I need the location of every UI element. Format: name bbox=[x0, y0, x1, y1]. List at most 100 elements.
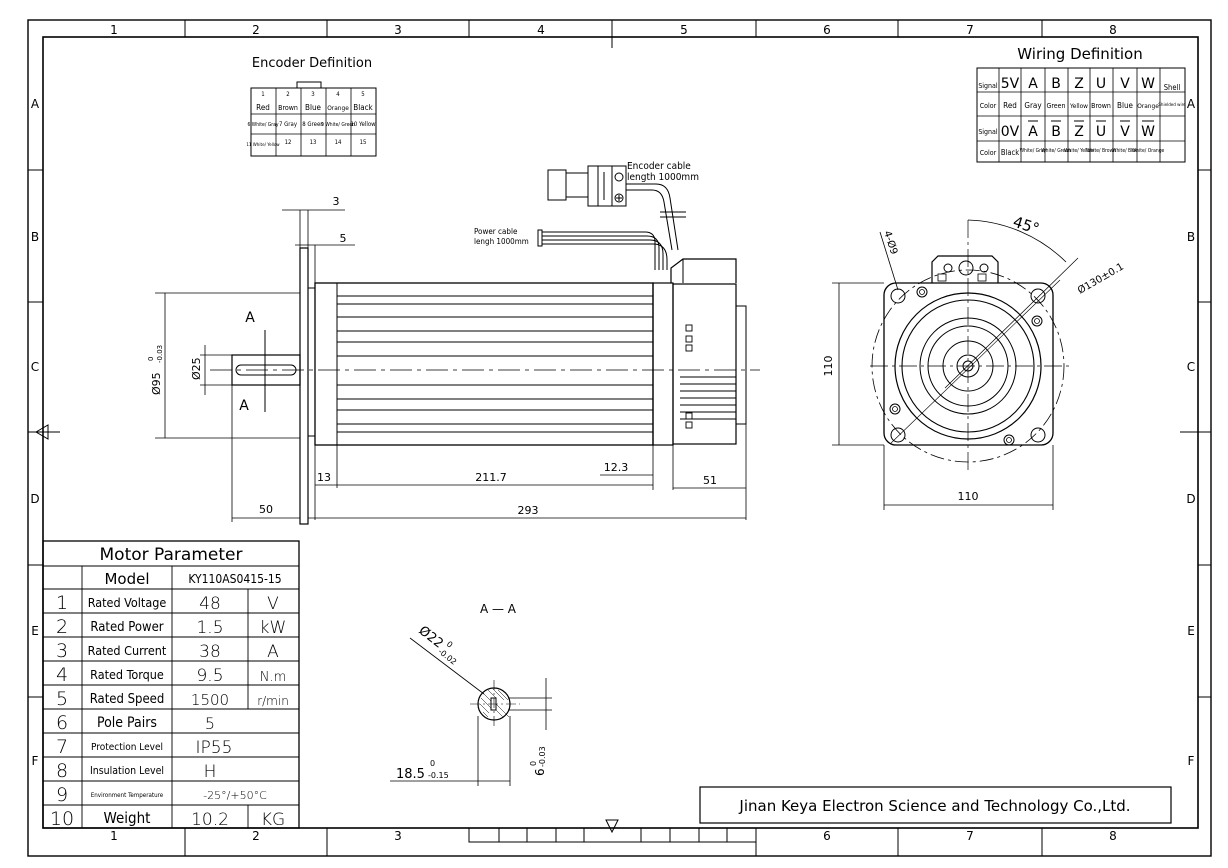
param-no: 7 bbox=[56, 736, 68, 758]
row-label: B bbox=[1187, 230, 1195, 244]
param-no: 1 bbox=[56, 592, 68, 614]
wiring-cell: B bbox=[1051, 124, 1061, 140]
encoder-cell: 6 White/ Gray bbox=[247, 122, 278, 128]
col-label: 8 bbox=[1109, 23, 1117, 37]
dim-18-5-text: 18.5 bbox=[396, 767, 425, 782]
row-ticks bbox=[28, 169, 1211, 698]
dim-pcd: Ø130±0.1 bbox=[1076, 261, 1126, 297]
wiring-cell: White/ Orange bbox=[1132, 148, 1165, 154]
dim-phi95-lower: -0.03 bbox=[156, 345, 164, 363]
wiring-cell: B bbox=[1051, 76, 1061, 92]
param-value: 5 bbox=[205, 714, 215, 733]
param-no: 2 bbox=[56, 616, 68, 638]
dim-13: 13 bbox=[317, 471, 331, 484]
dimension-lines bbox=[155, 209, 747, 522]
param-unit: V bbox=[267, 594, 279, 614]
col-label: 7 bbox=[966, 23, 974, 37]
param-value: 1500 bbox=[191, 691, 229, 709]
wiring-cell: Z bbox=[1074, 76, 1084, 92]
dim-phi95-text: Ø95 bbox=[150, 372, 163, 395]
dim-50: 50 bbox=[259, 503, 273, 516]
encoder-cell: 2 bbox=[286, 91, 289, 98]
power-cable bbox=[537, 229, 668, 270]
param-value: 9.5 bbox=[196, 666, 223, 686]
motor-side-view: A A bbox=[210, 247, 760, 525]
encoder-cell: 11 White/ Yellow bbox=[246, 142, 280, 148]
param-unit: A bbox=[267, 642, 279, 662]
dim-phi22-lower: -0.02 bbox=[436, 647, 458, 667]
dim-12-3: 12.3 bbox=[604, 461, 629, 474]
param-unit: N.m bbox=[260, 670, 287, 685]
column-labels: 1 2 3 4 5 6 7 8 1 2 3 6 7 8 bbox=[110, 23, 1117, 843]
param-value: 10.2 bbox=[191, 810, 229, 830]
wiring-cell: A bbox=[1028, 76, 1038, 92]
wiring-cell: W bbox=[1141, 76, 1155, 92]
outer-frame bbox=[27, 19, 1212, 857]
section-mark: A bbox=[239, 398, 249, 414]
dim-6: 6 0 -0.03 bbox=[529, 746, 547, 776]
dim-phi25: Ø25 bbox=[190, 357, 203, 380]
wiring-cell: Black bbox=[1001, 148, 1019, 157]
col-label: 7 bbox=[966, 829, 974, 843]
col-label: 2 bbox=[252, 23, 260, 37]
encoder-cable bbox=[547, 165, 686, 251]
encoder-cell: Brown bbox=[278, 104, 298, 112]
row-label: D bbox=[30, 492, 39, 506]
scale-bar bbox=[468, 827, 757, 843]
encoder-cell: 5 bbox=[361, 91, 364, 98]
param-value: -25°/+50°C bbox=[203, 789, 267, 802]
encoder-cable-label: Encoder cable bbox=[627, 161, 691, 172]
row-label: A bbox=[1187, 97, 1196, 111]
wiring-cell: Green bbox=[1046, 102, 1065, 110]
wiring-definition-title: Wiring Definition bbox=[1017, 45, 1142, 63]
param-name: Rated Power bbox=[90, 620, 163, 635]
wiring-cell: Shielded wire bbox=[1158, 102, 1186, 108]
encoder-cell: Blue bbox=[305, 103, 322, 112]
param-no: 10 bbox=[50, 808, 74, 830]
encoder-cell: Orange bbox=[327, 104, 349, 112]
wiring-cell: Color bbox=[980, 149, 997, 157]
wiring-cell: White/ Yellow bbox=[1064, 148, 1094, 154]
row-label: F bbox=[1188, 754, 1195, 768]
dim-3: 3 bbox=[333, 195, 340, 208]
param-no: 8 bbox=[56, 760, 68, 782]
dim-6-lower: -0.03 bbox=[538, 746, 547, 767]
column-ticks bbox=[184, 20, 1043, 856]
encoder-definition-title: Encoder Definition bbox=[252, 56, 372, 71]
param-no: 6 bbox=[56, 712, 68, 734]
section-title: A — A bbox=[480, 602, 517, 616]
encoder-cell: 13 bbox=[310, 139, 317, 146]
param-no: 3 bbox=[56, 640, 68, 662]
row-label: E bbox=[31, 624, 39, 638]
row-label: B bbox=[31, 230, 39, 244]
col-label: 5 bbox=[680, 23, 688, 37]
row-label: D bbox=[1186, 492, 1195, 506]
row-label: F bbox=[32, 754, 39, 768]
param-value: 38 bbox=[199, 642, 221, 662]
param-name: Rated Torque bbox=[90, 667, 164, 682]
row-labels: A B C D E F A B C D E F bbox=[30, 97, 1196, 768]
dim-293: 293 bbox=[518, 504, 539, 517]
encoder-cell: 3 bbox=[311, 91, 314, 98]
param-name: Pole Pairs bbox=[97, 715, 157, 731]
col-label: 6 bbox=[823, 23, 831, 37]
encoder-cell: 8 Green bbox=[302, 121, 323, 128]
section-dimension-lines bbox=[390, 637, 552, 786]
wiring-cell: Gray bbox=[1024, 101, 1042, 110]
param-no: 9 bbox=[56, 784, 68, 806]
dim-18-5: 18.5 0 -0.15 bbox=[396, 759, 449, 782]
power-cable-label: lengh 1000mm bbox=[474, 237, 529, 246]
row-label: E bbox=[1187, 624, 1195, 638]
motor-front-view bbox=[870, 220, 1079, 470]
wiring-cell: White/ Brown bbox=[1086, 148, 1116, 154]
wiring-cell: White/ Blue bbox=[1112, 148, 1138, 154]
col-label: 1 bbox=[110, 829, 118, 843]
model-value: KY110AS0415-15 bbox=[188, 572, 281, 586]
wiring-cell: White/ Green bbox=[1041, 148, 1071, 154]
param-name: Protection Level bbox=[91, 742, 163, 753]
row-label: C bbox=[1187, 360, 1195, 374]
model-label: Model bbox=[104, 570, 149, 588]
section-a-a: A — A bbox=[470, 602, 520, 728]
dim-18-5-lower: -0.15 bbox=[428, 771, 449, 780]
